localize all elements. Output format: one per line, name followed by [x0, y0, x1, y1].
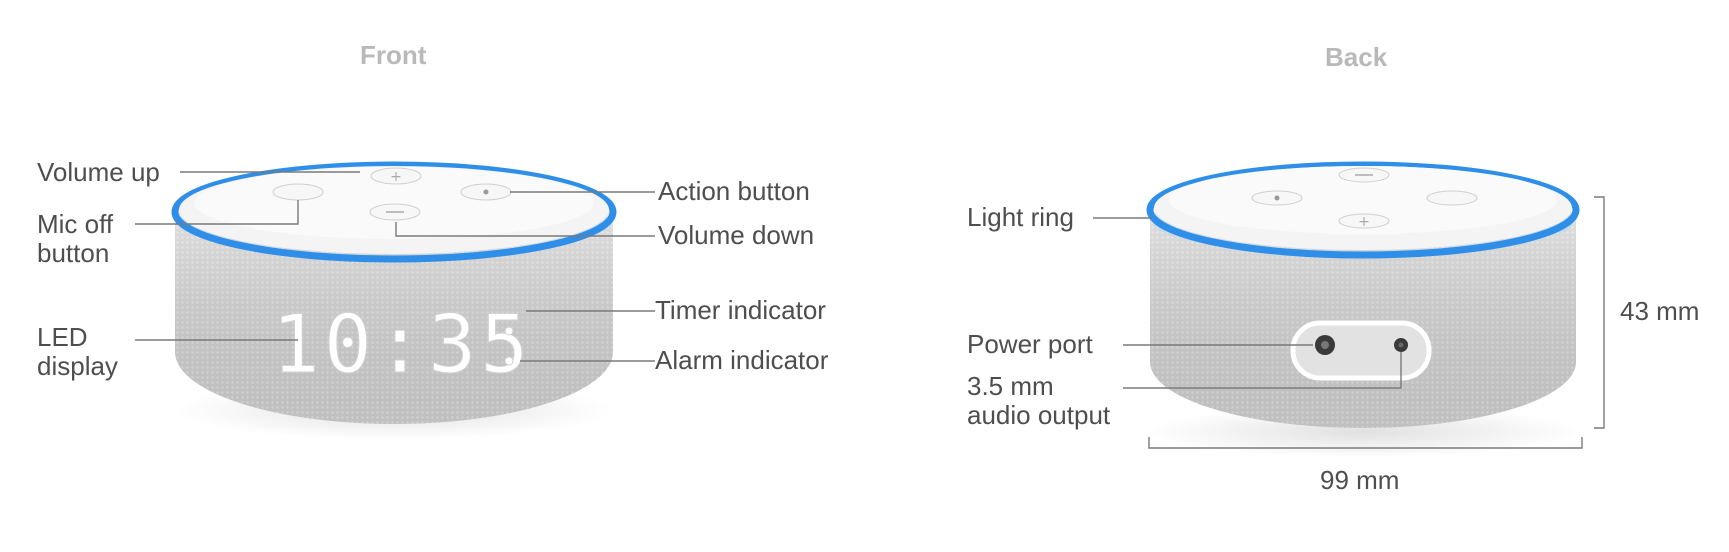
alarm-indicator-dot	[504, 356, 514, 366]
volume-up-button[interactable]	[370, 167, 422, 185]
label-led-line2: display	[37, 351, 118, 381]
label-mic-off-line1: Mic off	[37, 209, 114, 239]
timer-indicator-dot	[504, 326, 514, 336]
label-audio-line1: 3.5 mm	[967, 371, 1054, 401]
back-light-ring	[1146, 161, 1580, 259]
height-dimension-line	[1594, 196, 1605, 429]
svg-text:+: +	[390, 169, 402, 185]
front-device: + 10:35	[171, 161, 617, 440]
label-mic-off-line2: button	[37, 238, 110, 268]
label-volume-up: Volume up	[37, 157, 160, 187]
width-dimension-label: 99 mm	[1320, 465, 1400, 495]
leader-lines	[135, 171, 1605, 449]
port-panel	[1290, 320, 1432, 381]
width-dimension-line	[1148, 437, 1583, 449]
label-light-ring: Light ring	[967, 202, 1074, 232]
label-volume-down: Volume down	[658, 220, 815, 250]
svg-text:+: +	[1358, 214, 1370, 230]
back-title: Back	[1325, 42, 1388, 72]
label-action-button: Action button	[658, 176, 810, 206]
label-timer-indicator: Timer indicator	[655, 295, 826, 325]
height-dimension-label: 43 mm	[1620, 296, 1700, 326]
label-audio-line2: audio output	[967, 400, 1111, 430]
mic-off-button[interactable]	[272, 183, 324, 201]
label-led-line1: LED	[37, 322, 88, 352]
led-clock: 10:35	[272, 298, 533, 391]
label-power-port: Power port	[967, 329, 1093, 359]
front-title: Front	[360, 40, 427, 70]
front-light-ring	[171, 161, 617, 263]
back-device: +	[1144, 161, 1584, 458]
label-alarm-indicator: Alarm indicator	[655, 345, 829, 375]
